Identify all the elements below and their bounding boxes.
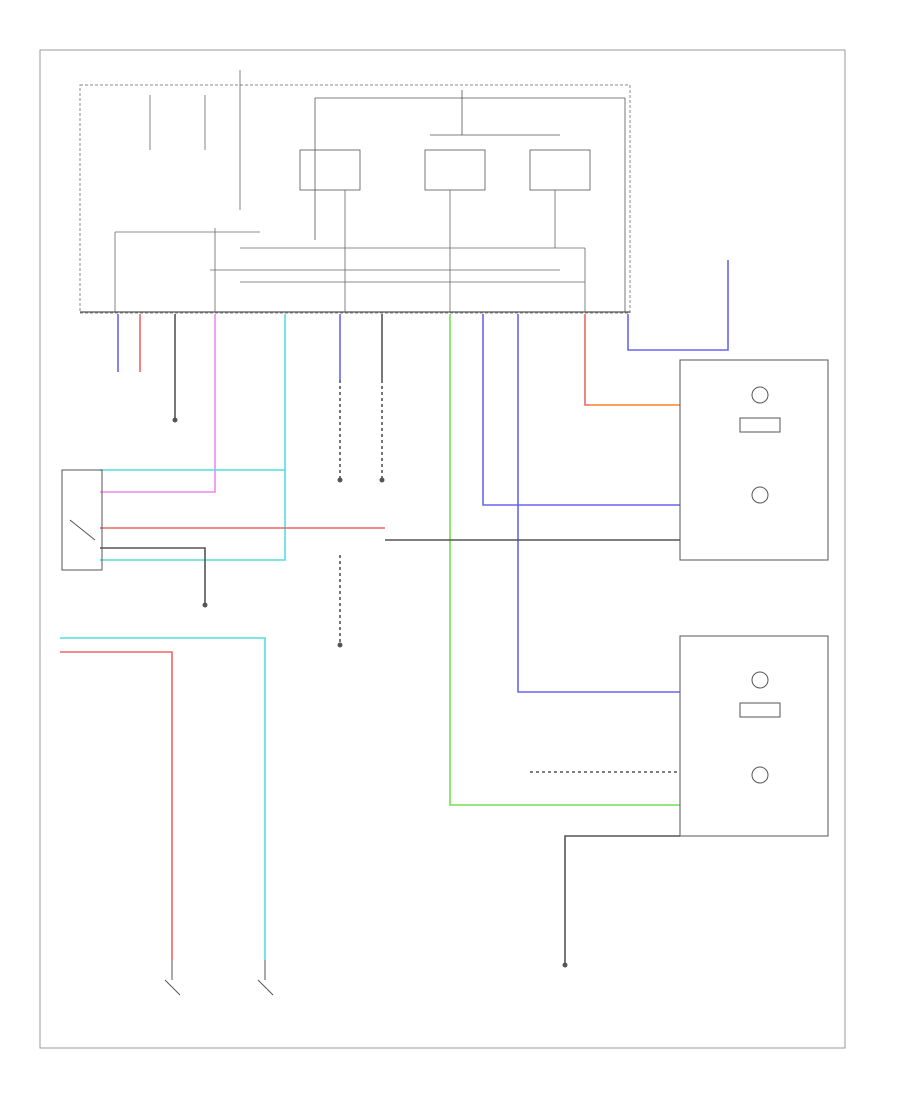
internal-bus: [114, 190, 586, 312]
diagram-frame: [39, 49, 846, 1049]
left-door-switch: [257, 960, 274, 996]
fuse-icon: [149, 70, 241, 210]
combination-switch: [61, 469, 103, 571]
ipdm-block: [79, 70, 631, 314]
relay-icon: [299, 90, 626, 312]
left-headlamp: [679, 635, 829, 837]
right-headlamp: [679, 359, 829, 561]
wire-harness: [60, 260, 729, 965]
ground-icon: [172, 417, 568, 968]
right-door-switch: [164, 960, 181, 996]
